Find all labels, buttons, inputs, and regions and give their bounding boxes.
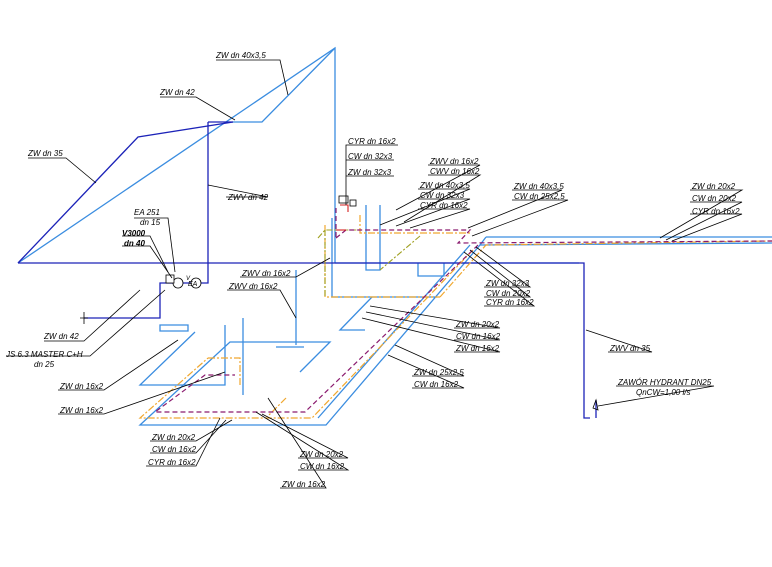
label-cw-16-low: CW dn 16x2	[414, 380, 459, 389]
label-zw-40-mid: ZW dn 40x3,5	[419, 181, 470, 190]
label-cw-32-1: CW dn 32x3	[348, 152, 393, 161]
label-cyr-16-c: CYR dn 16x2	[486, 298, 534, 307]
label-dn-40: dn 40	[124, 239, 145, 248]
label-zw-42-top: ZW dn 42	[159, 88, 195, 97]
label-zwv-16-left2: ZWV dn 16x2	[228, 282, 278, 291]
label-zwv-16-left: ZWV dn 16x2	[241, 269, 291, 278]
v-mark: V	[186, 276, 191, 282]
cw-circulation-pipes	[138, 215, 772, 419]
valve-small	[349, 199, 357, 207]
label-cyr-16-top: CYR dn 16x2	[348, 137, 396, 146]
label-cw-25-right: CW dn 25x2,5	[514, 192, 565, 201]
pipe-labels: ZW dn 40x3,5 ZW dn 42 ZW dn 35 ZWV dn 42…	[5, 51, 740, 489]
label-cw-16-bl: CW dn 16x2	[152, 445, 197, 454]
label-zw-42-bottom: ZW dn 42	[43, 332, 79, 341]
leader-lines	[6, 59, 744, 489]
label-cyr-16-far: CYR dn 16x2	[692, 207, 740, 216]
label-cyr-16-mid: CYR dn 16x2	[420, 201, 468, 210]
label-zw-20-c2: ZW dn 20x2	[455, 320, 500, 329]
label-zwv-16-mid: ZWV dn 16x2	[429, 157, 479, 166]
zwv-hot-water-pipes	[17, 121, 597, 419]
label-zwv-35-right: ZWV dn 35	[609, 344, 651, 353]
label-cw-16-bc: CW dn 16x2	[300, 462, 345, 471]
label-cwv-16-mid: CWV dn 16x2	[430, 167, 480, 176]
label-zw-20-bc: ZW dn 20x2	[299, 450, 344, 459]
label-v3000: V3000	[122, 229, 146, 238]
label-zw-20-far: ZW dn 20x2	[691, 182, 736, 191]
label-zw-32-c: ZW dn 32x3	[485, 279, 530, 288]
valve-box	[338, 195, 349, 204]
red-valve-lines	[336, 204, 349, 231]
label-zw-35-left: ZW dn 35	[27, 149, 63, 158]
cwv-pipes	[317, 229, 421, 298]
label-cw-20-far: CW dn 20x2	[692, 194, 737, 203]
label-zw-16-c2: ZW dn 16x2	[455, 344, 500, 353]
label-js-master: JS 6.3 MASTER C+H	[5, 350, 83, 359]
label-zw-32: ZW dn 32x3	[347, 168, 392, 177]
label-zw-16-l1: ZW dn 16x2	[59, 382, 104, 391]
water-heater-unit: EA V	[80, 274, 202, 324]
label-cw-16-c2: CW dn 16x2	[456, 332, 501, 341]
label-cw-32-2: CW dn 32x3	[420, 191, 465, 200]
label-cyr-16-bl: CYR dn 16x2	[148, 458, 196, 467]
label-zw-20-bl: ZW dn 20x2	[151, 433, 196, 442]
label-zw-40x35-top: ZW dn 40x3,5	[215, 51, 266, 60]
label-zw-25-low: ZW dn 25x2,5	[413, 368, 464, 377]
top-valve-group	[338, 195, 357, 207]
label-hydrant: ZAWÓR HYDRANT DN25	[617, 378, 712, 387]
label-zw-16-l2: ZW dn 16x2	[59, 406, 104, 415]
label-cw-20-c: CW dn 20x2	[486, 289, 531, 298]
meter-symbol	[190, 277, 202, 289]
label-zw-16-bc: ZW dn 16x2	[281, 480, 326, 489]
label-zw-40-right: ZW dn 40x3,5	[513, 182, 564, 191]
valve-symbol	[165, 274, 175, 284]
label-zwv-42: ZWV dn 42	[227, 193, 269, 202]
ea-mark: EA	[188, 281, 198, 288]
label-dn-25: dn 25	[34, 360, 55, 369]
hydrant-valve	[592, 398, 599, 411]
label-hydrant-flow: QnCW=1,00 l/s	[636, 388, 690, 397]
pump-symbol	[172, 277, 184, 289]
label-dn-15: dn 15	[140, 218, 161, 227]
label-ea-251: EA 251	[134, 208, 160, 217]
cyr-circulation-return-pipes	[153, 208, 772, 413]
